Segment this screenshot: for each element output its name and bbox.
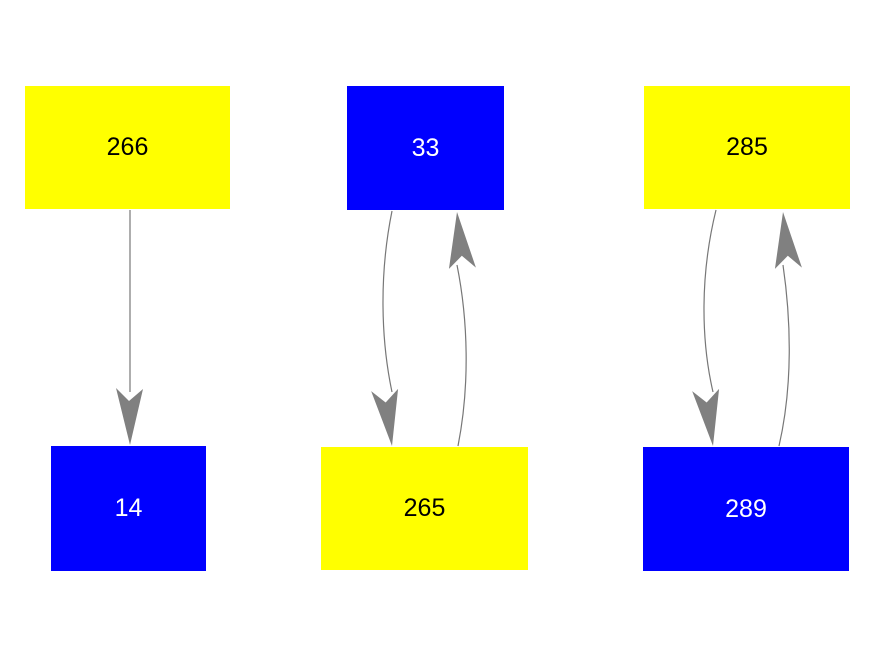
graph-node[interactable]: 33: [347, 86, 504, 210]
arrowhead-shape: [692, 388, 720, 446]
arrowhead-icon: [774, 212, 802, 269]
edge-path-group: [129, 209, 790, 447]
arrowhead-shape: [774, 212, 802, 269]
graph-node[interactable]: 14: [51, 446, 206, 571]
edge-line: [778, 264, 790, 447]
arrowhead-icon: [448, 212, 476, 269]
node-label: 33: [411, 133, 440, 162]
arrowhead-shape: [116, 388, 143, 445]
arrowhead-shape: [448, 212, 476, 269]
node-label: 14: [114, 494, 143, 522]
arrowhead-icon: [116, 388, 143, 445]
node-label: 265: [403, 494, 446, 522]
node-label: 289: [725, 494, 767, 523]
arrowhead-icon: [692, 388, 720, 446]
arrowhead-shape: [371, 388, 399, 446]
graph-node[interactable]: 285: [644, 86, 850, 209]
graph-node[interactable]: 265: [321, 447, 528, 570]
arrowhead-icon: [371, 388, 399, 446]
edge-line: [382, 210, 393, 393]
edge-arrowhead-group: [116, 212, 802, 446]
edge-line: [456, 264, 467, 447]
graph-node[interactable]: 289: [643, 447, 849, 571]
edge-line: [703, 209, 717, 393]
node-label: 285: [726, 133, 768, 161]
graph-node[interactable]: 266: [25, 86, 230, 209]
node-label: 266: [106, 133, 149, 161]
